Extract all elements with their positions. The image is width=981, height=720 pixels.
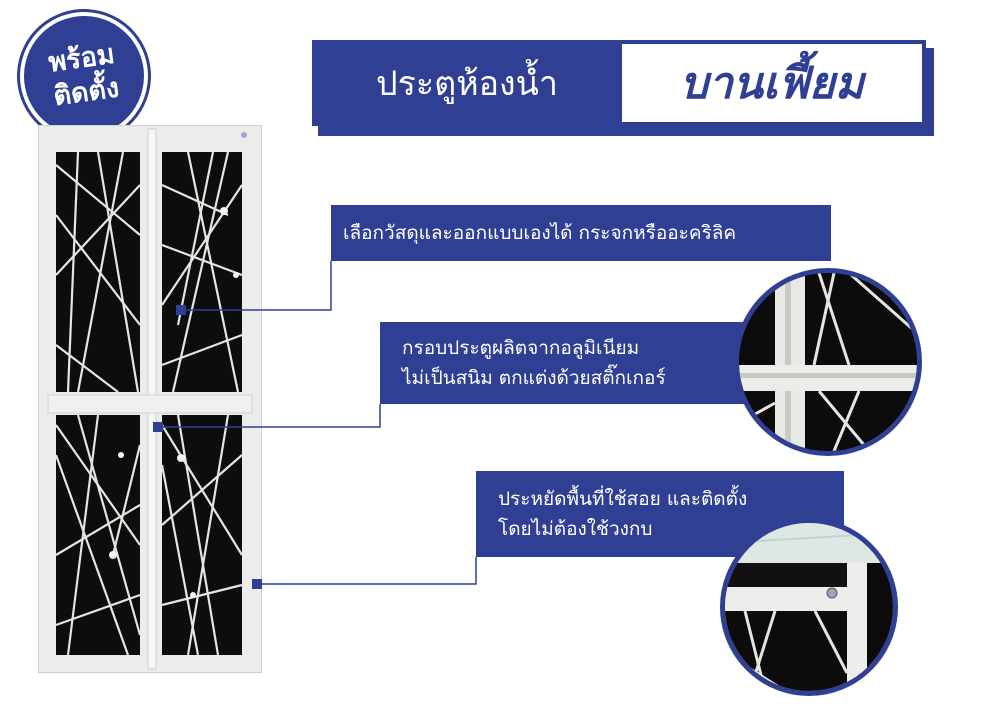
title-highlight: บานเฟี้ยม: [622, 44, 922, 122]
callout-space-line-1: ประหยัดพื้นที่ใช้สอย และติดตั้ง: [498, 488, 748, 510]
callout-frame-line-1: กรอบประตูผลิตจากอลูมิเนียม: [402, 337, 640, 359]
zoom-frame-detail: [734, 268, 922, 456]
corner-detail-image: [725, 523, 893, 691]
callout-material-text: เลือกวัสดุและออกแบบเองได้ กระจกหรืออะคริ…: [343, 222, 737, 244]
callout-material: เลือกวัสดุและออกแบบเองได้ กระจกหรืออะคริ…: [331, 205, 831, 261]
frame-detail-image: [739, 273, 917, 451]
callout-space-line-2: โดยไม่ต้องใช้วงกบ: [498, 518, 653, 540]
bifold-door-illustration: [38, 125, 262, 673]
callout-frame: กรอบประตูผลิตจากอลูมิเนียม ไม่เป็นสนิม ต…: [380, 322, 748, 404]
zoom-corner-detail: [720, 518, 898, 696]
title-main: ประตูห้องน้ำ: [376, 64, 558, 104]
callout-frame-line-2: ไม่เป็นสนิม ตกแต่งด้วยสติ๊กเกอร์: [402, 367, 666, 389]
